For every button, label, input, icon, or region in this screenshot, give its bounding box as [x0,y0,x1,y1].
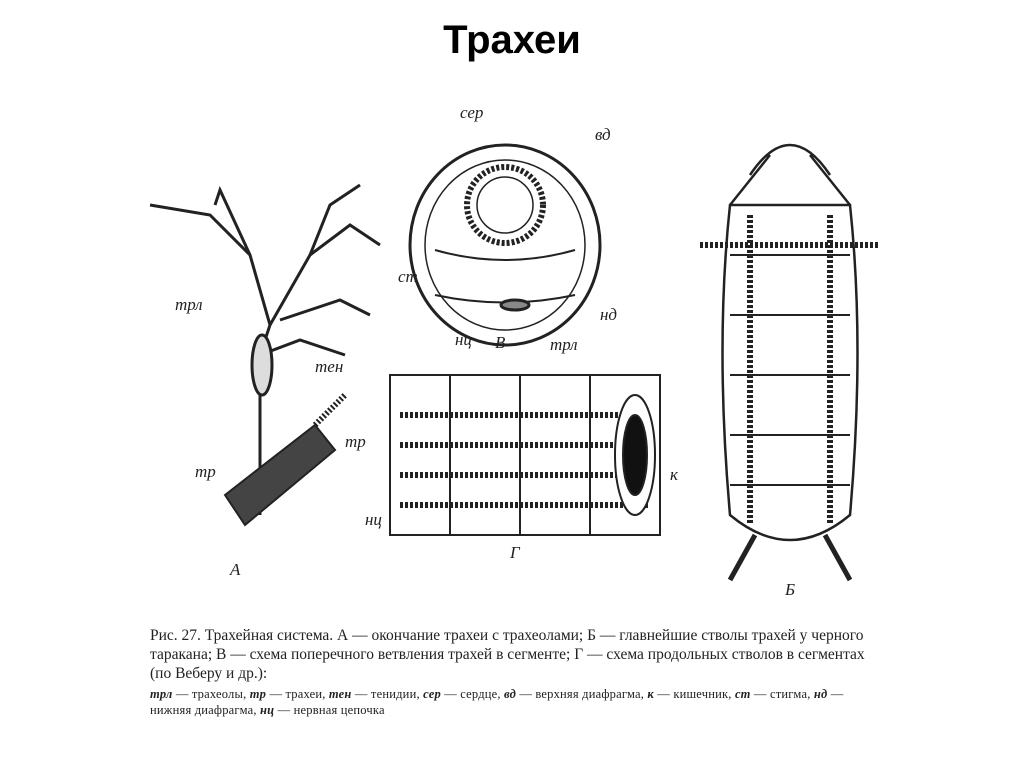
panel-g-nc-callout: нц [365,510,382,530]
panel-v-label: В [495,333,505,353]
panel-g-tr-callout: тр [345,432,366,452]
panel-a-ten-callout: тен [315,357,343,377]
legend-item: нц — нервная цепочка [260,703,385,717]
legend-item: ст — стигма, [735,687,814,701]
panel-g-trl-callout: трл [550,335,578,355]
figure-caption: Рис. 27. Трахейная система. А — окончани… [150,626,880,683]
panel-v-nc-callout: нц [455,330,472,350]
legend-item: тр — трахеи, [250,687,329,701]
slide-title: Трахеи [0,18,1024,63]
panel-a-drawing [150,185,380,525]
panel-v-vd-callout: вд [595,125,611,145]
panel-b-drawing [700,145,880,580]
legend-item: вд — верхняя диафрагма, [504,687,647,701]
panel-a-tr-callout: тр [195,462,216,482]
panel-v-st-callout: ст [398,267,418,287]
legend-item: тен — тенидии, [329,687,423,701]
panel-v-ser-callout: сер [460,103,483,123]
panel-b-label: Б [785,580,795,600]
panel-g-k-callout: к [670,465,678,485]
legend-item: трл — трахеолы, [150,687,250,701]
panel-v-drawing [410,145,600,345]
legend-item: сер — сердце, [423,687,504,701]
panel-g-drawing [390,375,660,535]
figure-illustration [130,95,890,615]
panel-g-label: Г [510,543,520,563]
panel-v-nd-callout: нд [600,305,617,325]
figure-legend: трл — трахеолы, тр — трахеи, тен — тенид… [150,686,880,718]
trachea-figure: А трл тен тр Б В сер вд ст нд нц Г трл т… [130,95,890,615]
panel-a-trl-callout: трл [175,295,203,315]
panel-a-label: А [230,560,240,580]
legend-item: к — кишечник, [647,687,735,701]
